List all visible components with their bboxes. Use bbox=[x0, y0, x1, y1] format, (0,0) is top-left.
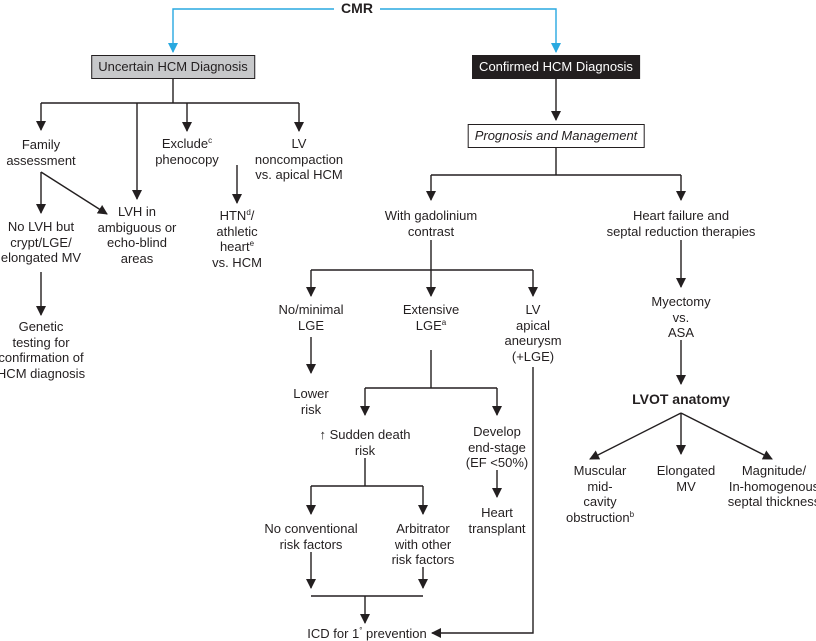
htn-athletic-heart: HTNd/ athletic hearte vs. HCM bbox=[212, 208, 262, 270]
edge-cmr-left bbox=[168, 8, 334, 53]
edge-uncertain-trunk bbox=[41, 79, 299, 104]
icd-primary-prevention: ICD for 1° prevention bbox=[307, 626, 427, 641]
edge-family-to-lvh bbox=[40, 171, 108, 215]
cmr-root: CMR bbox=[341, 0, 373, 16]
edge-lvot-to-magnitude bbox=[680, 412, 773, 460]
confirmed-diagnosis-box: Confirmed HCM Diagnosis bbox=[472, 55, 640, 79]
edge-extensive-split bbox=[365, 350, 497, 389]
prognosis-management-box: Prognosis and Management bbox=[467, 124, 645, 148]
edge-prognosis-split bbox=[431, 147, 681, 176]
edge-lvot-to-muscular bbox=[589, 412, 682, 460]
edge-cmr-right bbox=[380, 8, 561, 53]
edge-gadolinium-split bbox=[311, 240, 533, 271]
edge-apical-to-icd bbox=[431, 367, 534, 638]
lvot-anatomy: LVOT anatomy bbox=[632, 391, 730, 407]
edge-sudden-split bbox=[311, 458, 423, 487]
edge-merge-to-icd bbox=[311, 595, 423, 623]
uncertain-diagnosis-box: Uncertain HCM Diagnosis bbox=[91, 55, 255, 79]
